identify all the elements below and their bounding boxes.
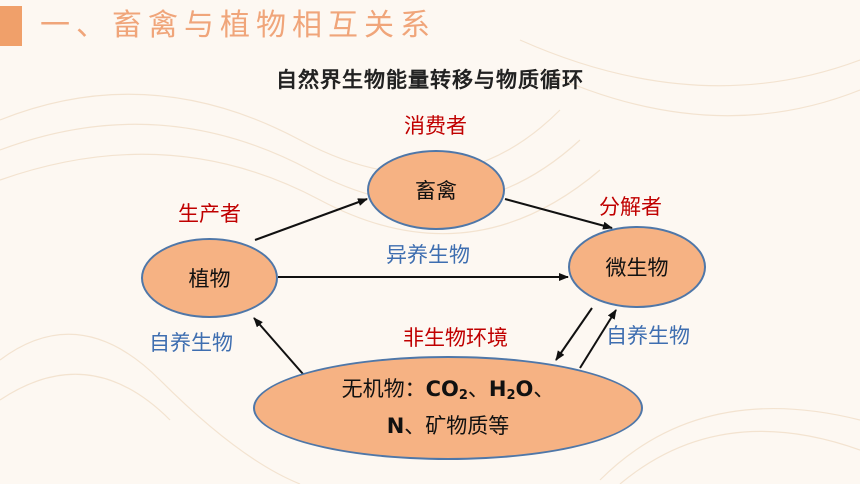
arrow-environment-to-microbe [579,309,617,369]
label-heterotroph: 异养生物 [386,243,470,267]
label-consumer: 消费者 [404,114,467,138]
label-decomposer: 分解者 [599,195,662,219]
arrow-environment-to-plant [253,317,304,375]
arrow-microbe-to-environment [555,307,593,361]
diagram-title: 自然界生物能量转移与物质循环 [276,68,584,92]
label-producer: 生产者 [178,202,241,226]
environment-line-1: 无机物：CO2、H2O、 [341,377,555,403]
node-livestock: 畜禽 [367,150,505,230]
slide-title: 一、畜禽与植物相互关系 [40,8,436,43]
environment-text: 无机物：CO2、H2O、 N、矿物质等 [342,374,555,442]
node-microbe: 微生物 [568,226,706,308]
label-autotroph-left: 自养生物 [149,331,233,355]
environment-line-2: N、矿物质等 [386,414,510,438]
node-plant: 植物 [141,238,278,318]
title-accent-bar [0,6,22,46]
label-autotroph-right: 自养生物 [606,324,690,348]
arrow-livestock-to-microbe [504,198,613,230]
label-non-living-environment: 非生物环境 [403,326,508,350]
arrow-plant-to-livestock [254,198,368,241]
node-environment: 无机物：CO2、H2O、 N、矿物质等 [253,356,643,460]
